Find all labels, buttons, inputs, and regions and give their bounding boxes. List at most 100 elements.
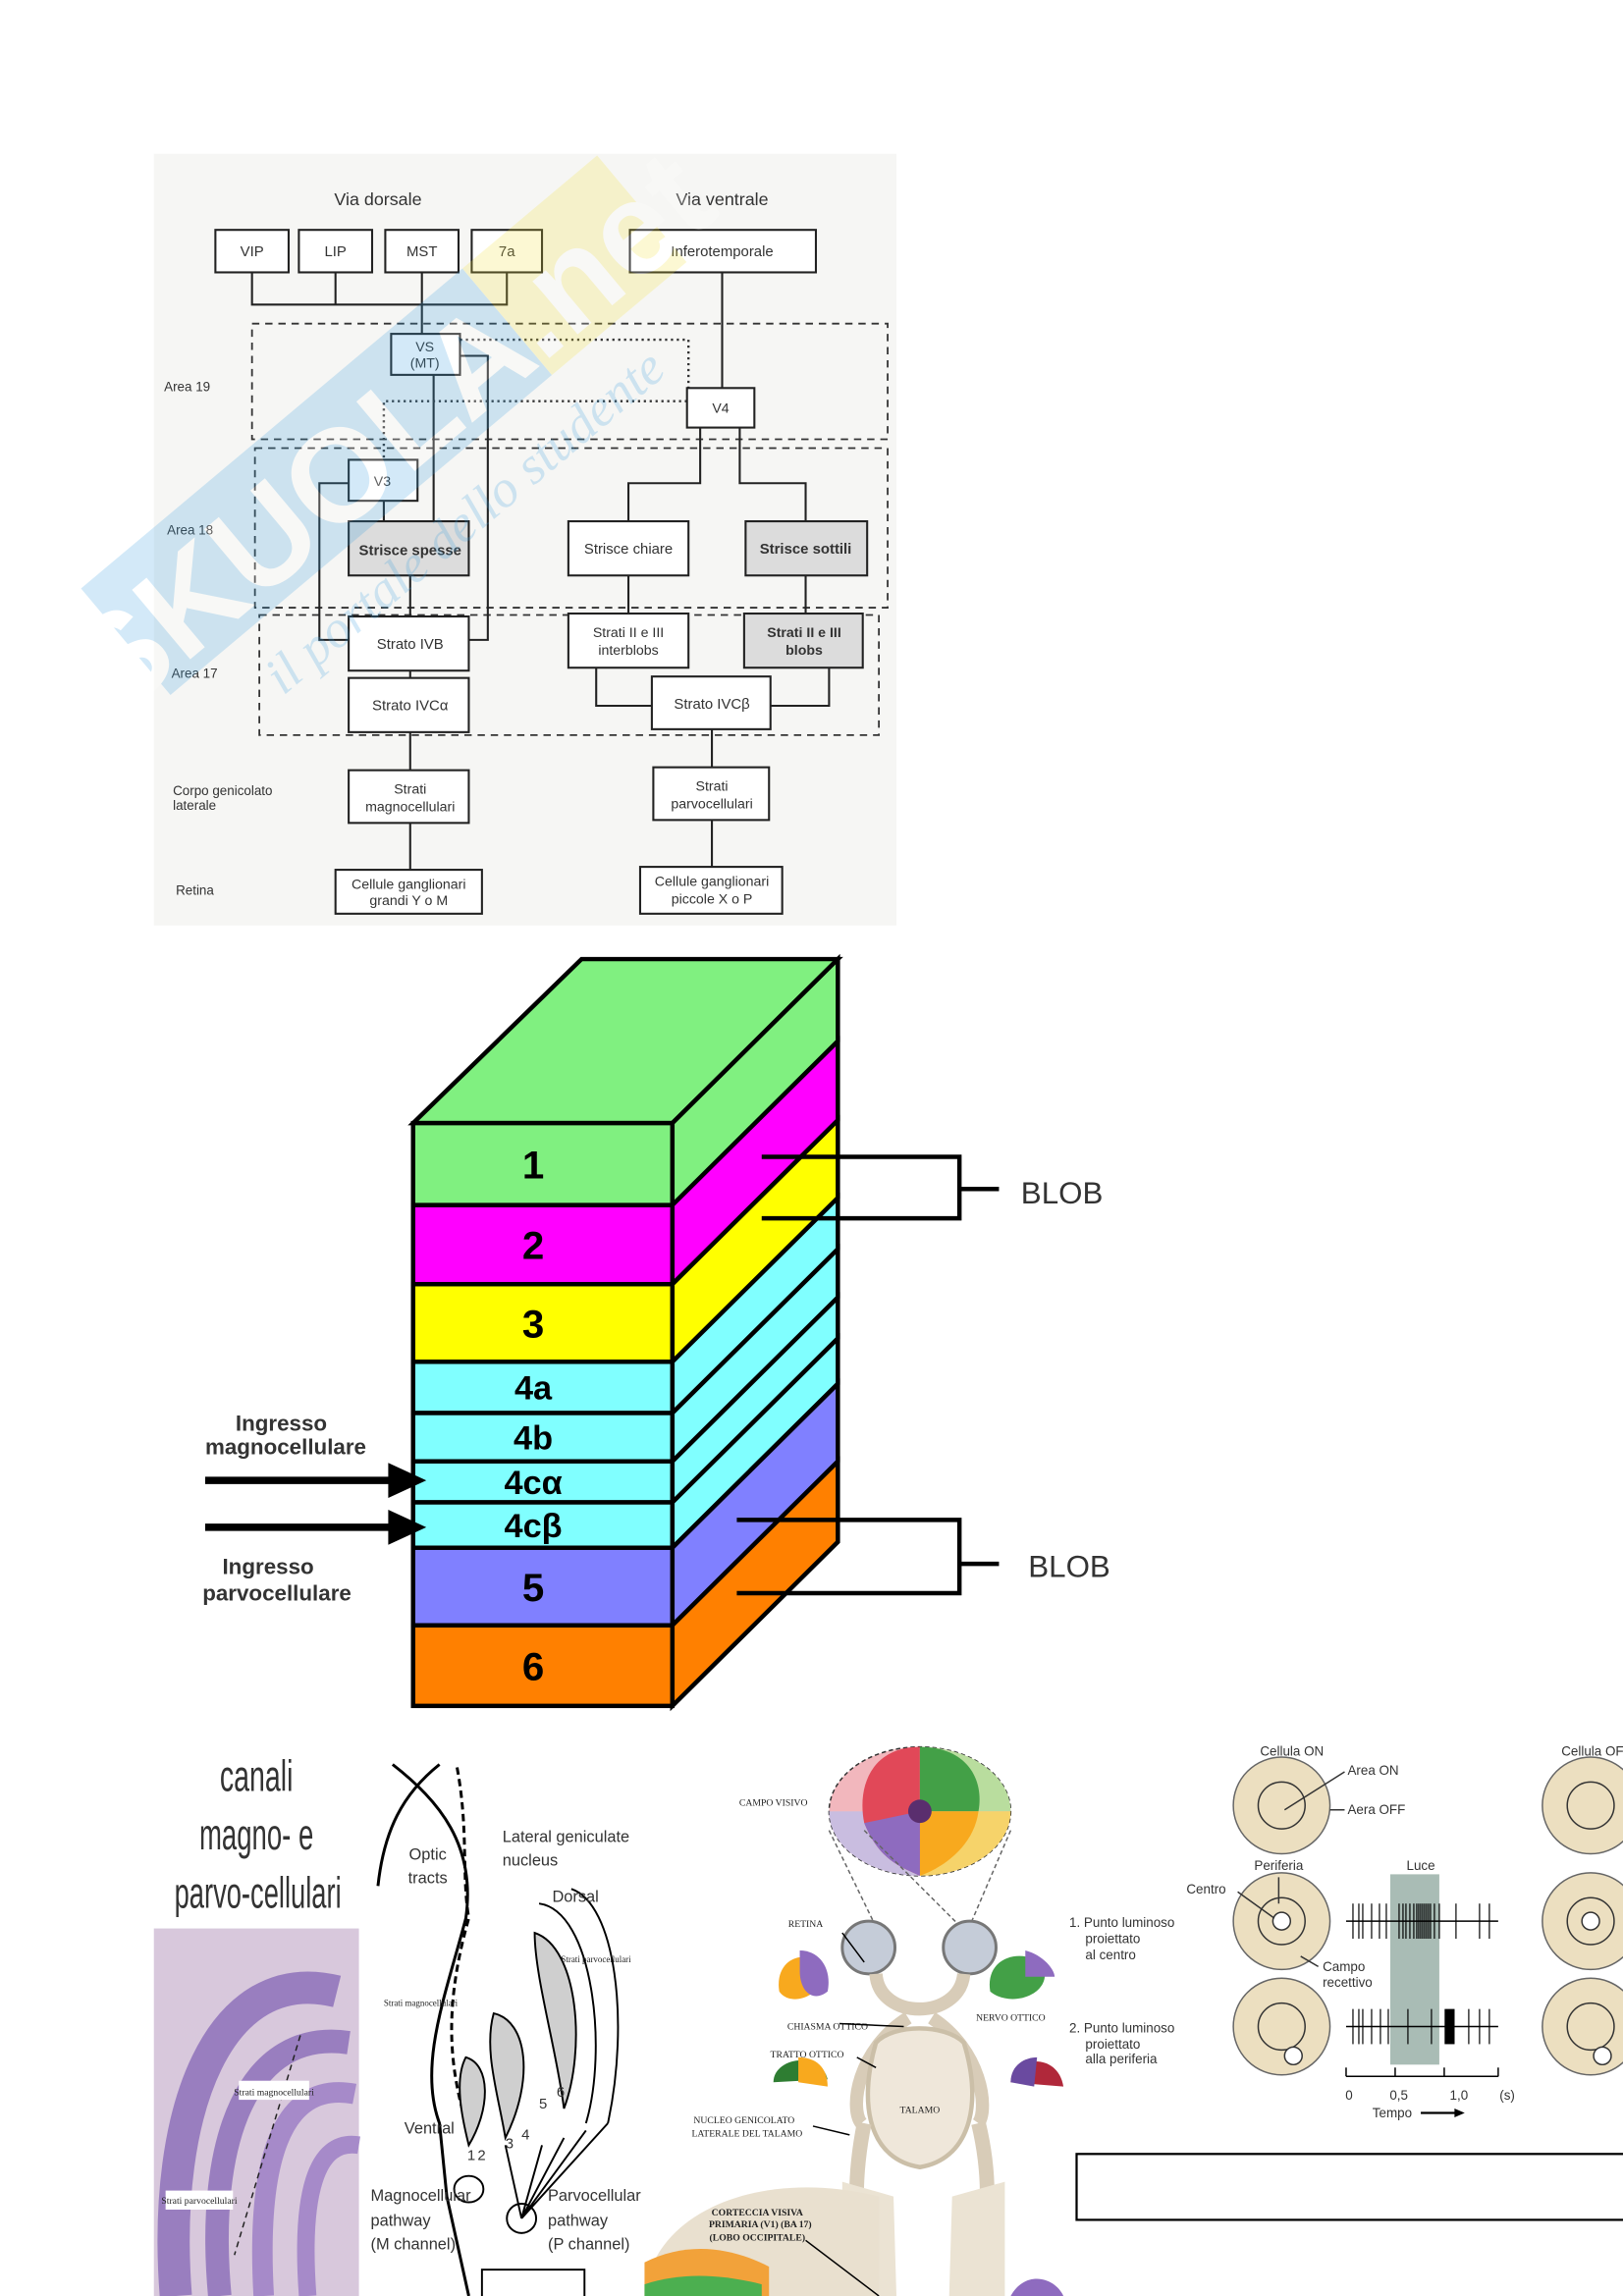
parvo-input-1: Ingresso: [222, 1555, 313, 1579]
parvo-path-1: Parvocellular: [548, 2187, 641, 2205]
label-nucleo-2: LATERALE DEL TALAMO: [691, 2128, 802, 2139]
box-v4: V4: [712, 401, 729, 417]
layer-5: 5: [410, 1378, 840, 1631]
visual-pathway-figure: CAMPO VISIVO RETINA NERVO OTTICO CHIASMA…: [644, 1745, 1064, 2296]
case1-2: proiettato: [1085, 1931, 1140, 1946]
layer-6: 6: [410, 1456, 840, 1712]
label-campo-2: recettivo: [1323, 1975, 1373, 1990]
magno-input-1: Ingresso: [236, 1411, 327, 1435]
box-strisce-chiare: Strisce chiare: [584, 542, 673, 558]
layer-label: 1: [522, 1143, 544, 1187]
label-corteccia-3: (LOBO OCCIPITALE): [710, 2232, 806, 2243]
tick-0: 0: [1345, 2088, 1352, 2103]
box-vip: VIP: [241, 244, 264, 260]
lgn-title-1: canali: [220, 1751, 294, 1800]
lgn-title-3: parvo-cellulari: [175, 1869, 342, 1918]
tick-0-5: 0,5: [1389, 2088, 1408, 2103]
layer-3: 3: [410, 1114, 840, 1367]
label-luce: Luce: [1407, 1858, 1435, 1873]
layer-number-1: 1: [467, 2148, 475, 2163]
label-retina: RETINA: [788, 1919, 824, 1930]
layer-label: 4b: [514, 1419, 553, 1457]
label-area19: Area 19: [164, 379, 210, 394]
lgn-label-1: Lateral geniculate: [503, 1829, 629, 1846]
label-talamo: TALAMO: [900, 2106, 941, 2116]
box-magno-1: Strati: [394, 782, 426, 798]
ventral-title: Via ventrale: [676, 189, 768, 209]
area18-region: [253, 447, 889, 609]
optic-tracts-1: Optic: [409, 1845, 447, 1863]
layer-number-5: 5: [539, 2097, 547, 2112]
label-tratto-ottico: TRATTO OTTICO: [771, 2050, 844, 2060]
box-blobs-1: Strati II e III: [767, 625, 841, 641]
blob-bracket-top: [761, 1154, 1000, 1221]
receptive-field-figure: Cellula ON Cellula OFF Area ON Aera OFF …: [1069, 1744, 1623, 2120]
box-inferotemporale: Inferotemporale: [671, 244, 773, 260]
optic-tracts-2: tracts: [408, 1869, 448, 1887]
layer-label: 4cβ: [505, 1508, 563, 1545]
layer-label: 3: [522, 1302, 544, 1346]
layer-label: 4a: [514, 1370, 553, 1408]
box-gang-m-2: grandi Y o M: [369, 893, 448, 909]
box-vs: VS: [415, 340, 434, 355]
box-strato-ivb: Strato IVB: [377, 637, 444, 653]
layer-4a: 4a: [410, 1192, 840, 1418]
box-strato-ivca: Strato IVCα: [372, 698, 449, 714]
tick-unit: (s): [1499, 2088, 1515, 2103]
label-area18: Area 18: [167, 522, 213, 537]
arrow-magno-input: [204, 1463, 427, 1499]
receptive-field-diagram: [1232, 1977, 1331, 2076]
layer-number-4: 4: [521, 2127, 529, 2143]
area19-region: [250, 322, 889, 441]
box-parvo-2: parvocellulari: [671, 796, 752, 812]
label-nervo-ottico: NERVO OTTICO: [976, 2013, 1046, 2024]
box-mst: MST: [406, 244, 437, 260]
case2-1: 2. Punto luminoso: [1069, 2020, 1174, 2035]
magno-path-3: (M channel): [370, 2235, 456, 2253]
ventral-label: Ventral: [405, 2119, 455, 2137]
box-7a: 7a: [499, 244, 515, 260]
arrow-parvo-input: [204, 1509, 427, 1545]
dorsal-label: Dorsal: [552, 1889, 598, 1906]
label-area-on: Area ON: [1347, 1763, 1398, 1778]
case2-2: proiettato: [1085, 2037, 1140, 2052]
lgn-panel: canali magno- e parvo-cellulari Strati m…: [153, 1751, 641, 2296]
eyes-illustration: [644, 1919, 1064, 2296]
empty-text-box: [1075, 2153, 1623, 2221]
lgn-title-2: magno- e: [199, 1810, 313, 1859]
box-lip: LIP: [325, 244, 347, 260]
layer-number-6: 6: [557, 2085, 565, 2101]
parvo-input-2: parvocellulare: [202, 1580, 352, 1605]
receptive-field-diagram: [1542, 1977, 1623, 2076]
receptive-field-diagram: [1542, 1872, 1623, 1971]
label-corteccia-2: PRIMARIA (V1) (BA 17): [709, 2219, 812, 2230]
box-parvo-1: Strati: [696, 779, 729, 795]
blob-label-bottom: BLOB: [1028, 1550, 1110, 1584]
blob-label-top: BLOB: [1021, 1176, 1104, 1210]
tempo-arrow-icon: [1421, 2109, 1465, 2118]
label-cellula-on: Cellula ON: [1260, 1744, 1324, 1759]
layer-front-face: [410, 1281, 676, 1364]
strati-magno-label: Strati magnocellulari: [384, 1999, 459, 2008]
box-gang-p-1: Cellule ganglionari: [655, 874, 769, 889]
box-magno-2: magnocellulari: [365, 799, 455, 815]
box-strisce-sottili: Strisce sottili: [760, 542, 852, 558]
tick-1-0: 1,0: [1450, 2088, 1469, 2103]
receptive-field-diagram: [1232, 1756, 1331, 1855]
lgn-schematic: [376, 1763, 620, 2296]
dorsal-title: Via dorsale: [334, 189, 421, 209]
label-retina: Retina: [176, 882, 214, 897]
label-centro: Centro: [1186, 1882, 1225, 1896]
label-cellula-off: Cellula OFF: [1561, 1744, 1623, 1759]
histology-image: [153, 1928, 361, 2296]
histology-label-parvo: Strati parvocellulari: [161, 2196, 238, 2207]
lgn-label-2: nucleus: [503, 1851, 558, 1869]
histology-label-magno: Strati magnocellulari: [234, 2088, 314, 2099]
layer-label: 2: [522, 1223, 544, 1267]
layer-front-face: [410, 1545, 676, 1629]
layer-number-2: 2: [477, 2148, 485, 2163]
label-nucleo-1: NUCLEO GENICOLATO: [693, 2115, 794, 2126]
parvo-path-2: pathway: [548, 2212, 609, 2229]
